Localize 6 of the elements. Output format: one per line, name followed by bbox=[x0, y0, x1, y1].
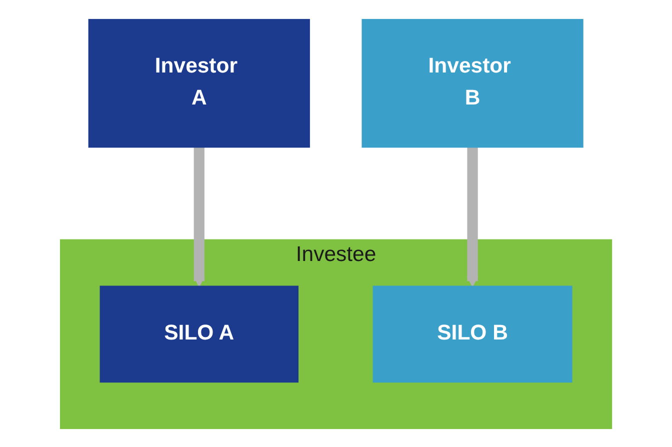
node-box: Investor A bbox=[88, 18, 310, 148]
node-box: Investor B bbox=[362, 18, 584, 148]
arrow bbox=[193, 146, 205, 286]
node-box: SILO B bbox=[372, 285, 572, 382]
arrow bbox=[466, 146, 478, 286]
node-box: SILO A bbox=[100, 285, 298, 382]
